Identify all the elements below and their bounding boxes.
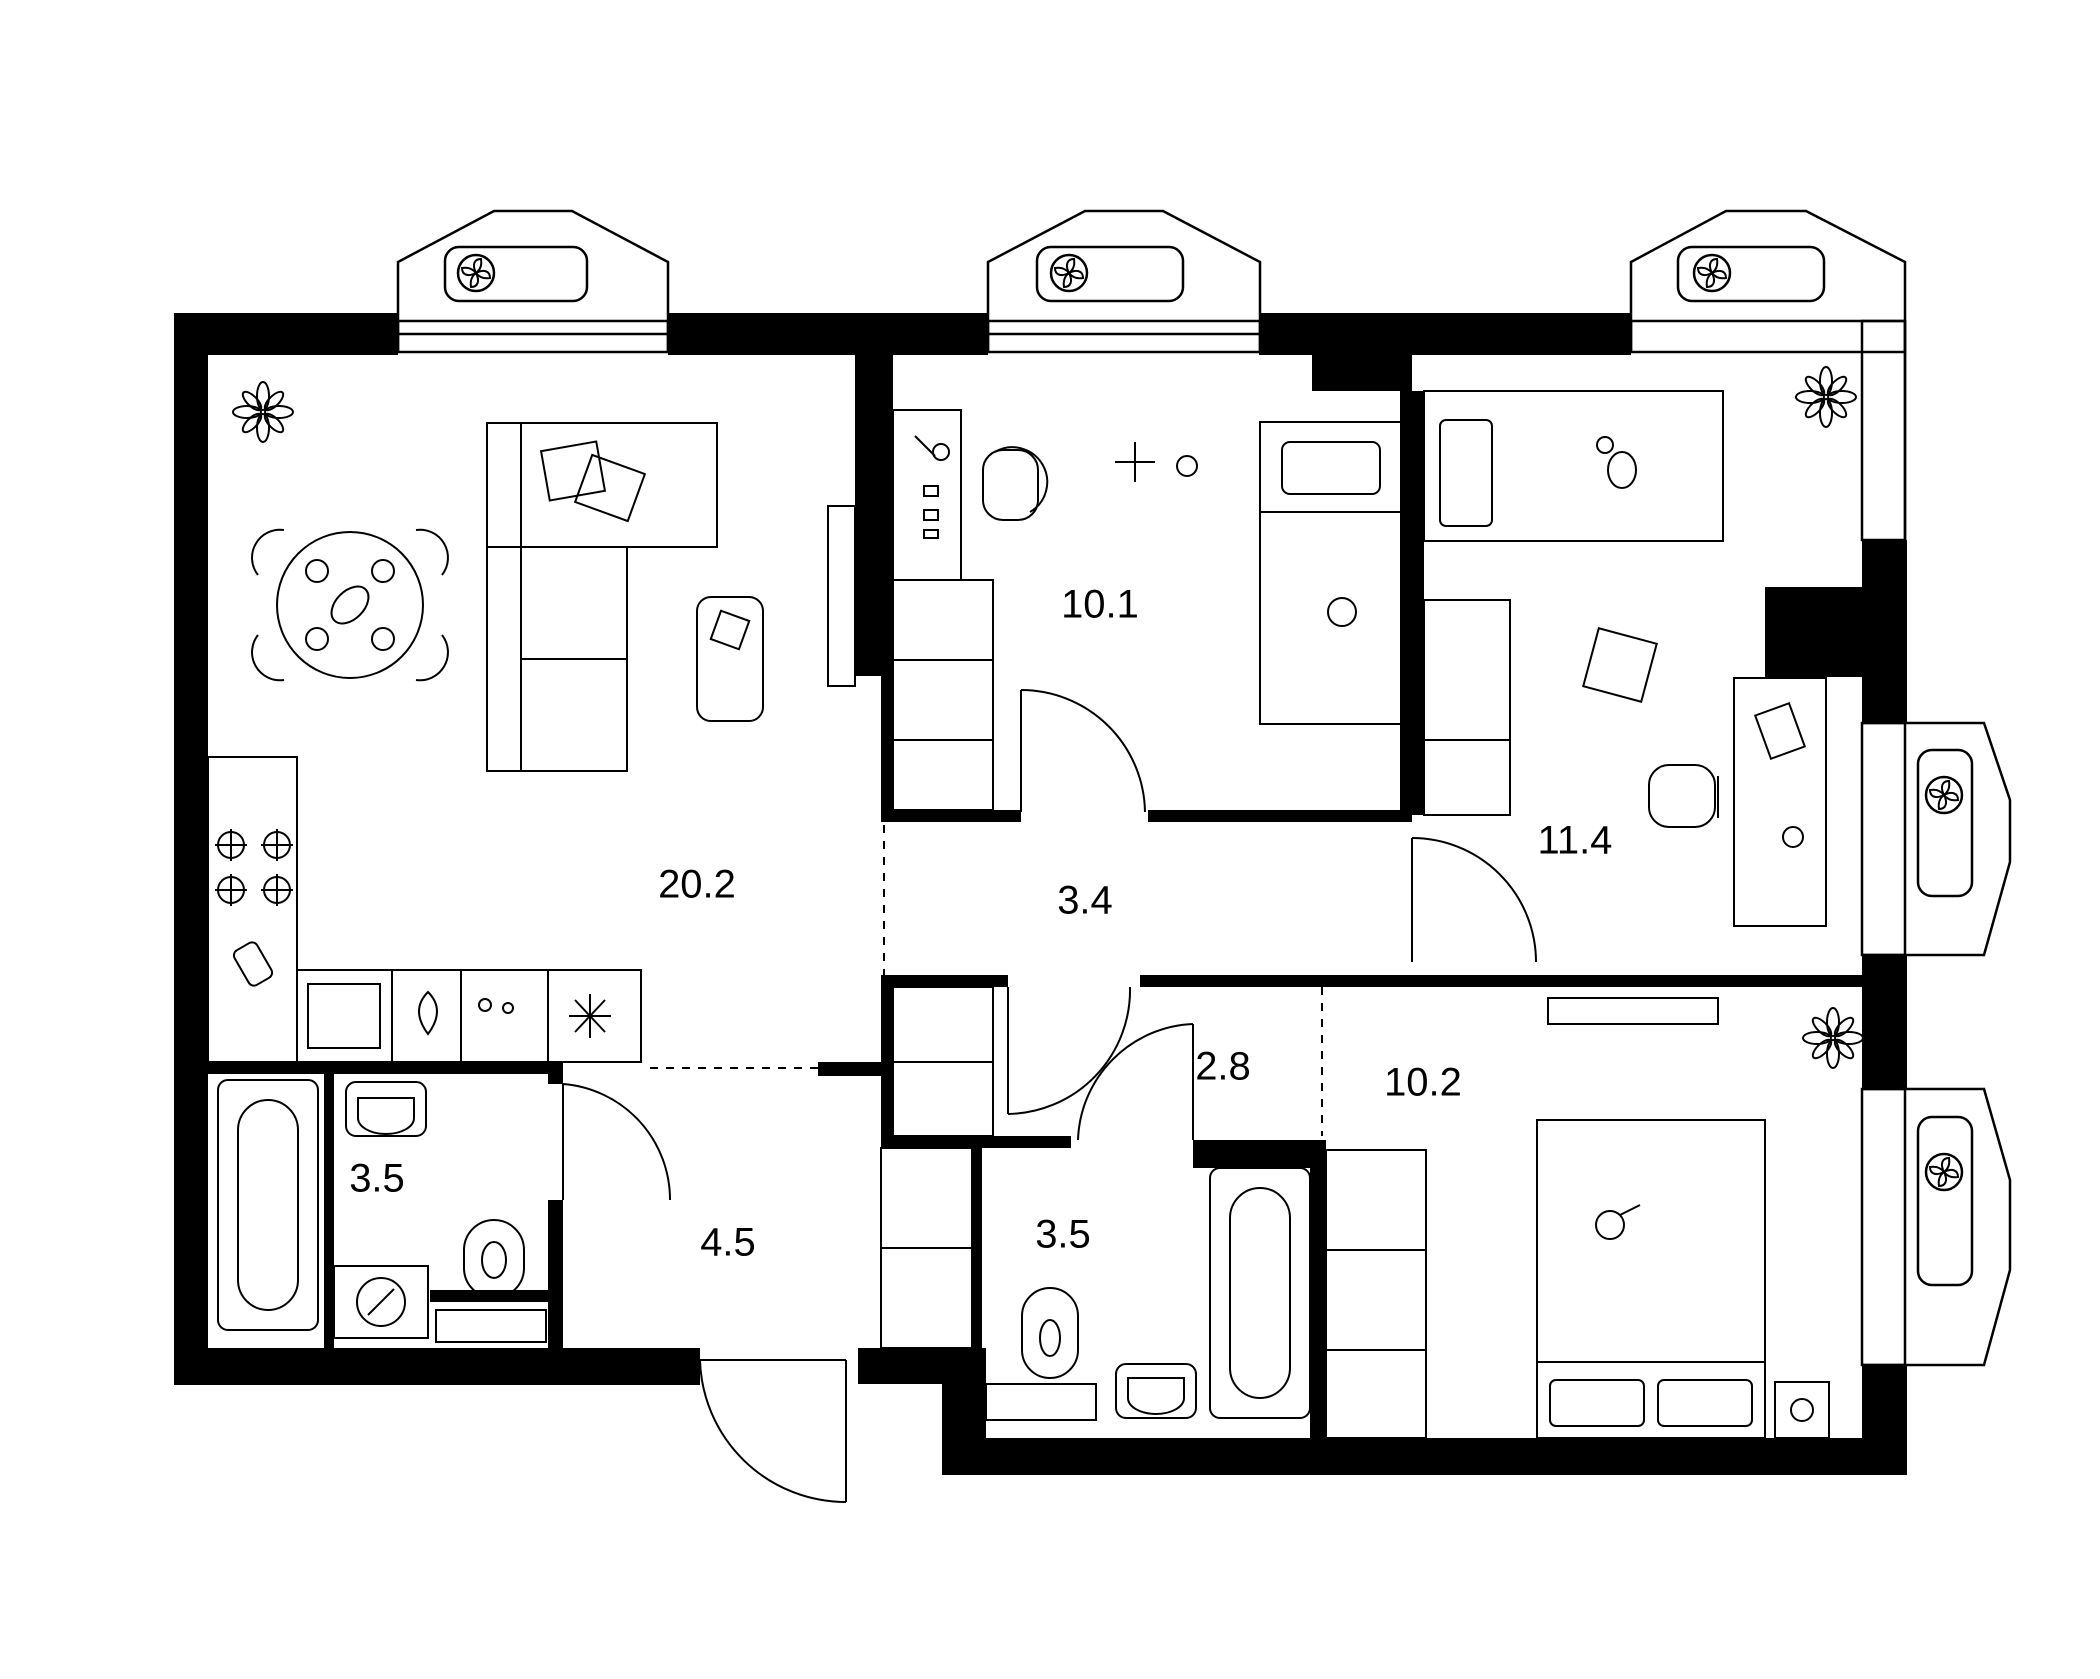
fan-icon-4 <box>1924 775 1964 815</box>
room-area-bathroom-center: 3.5 <box>1035 1213 1091 1257</box>
plant-icon-3 <box>1802 1007 1864 1069</box>
living-furniture <box>207 422 856 1063</box>
room-area-bedroom-small: 10.1 <box>1061 583 1139 627</box>
room-area-entrance-hall: 4.5 <box>700 1221 756 1265</box>
zone-separators <box>650 825 1323 1136</box>
stove-icon <box>214 828 294 907</box>
room-area-bedroom-master: 10.2 <box>1384 1061 1462 1105</box>
bedroom-small-furniture <box>892 409 1404 811</box>
fan-icon-2 <box>1049 253 1089 293</box>
room-labels: 20.2 10.1 11.4 3.4 3.5 4.5 2.8 3.5 10.2 <box>349 583 1612 1265</box>
bathroom-center-fixtures <box>985 1167 1311 1421</box>
entrance-hall-storage <box>880 986 994 1349</box>
fan-icon-5 <box>1924 1152 1964 1192</box>
windows <box>396 209 2012 1367</box>
room-area-bedroom-right: 11.4 <box>1538 819 1613 863</box>
plant-icon-1 <box>232 381 294 443</box>
room-area-hall: 3.4 <box>1057 879 1113 923</box>
walls <box>174 313 1907 1475</box>
bedroom-right-furniture <box>1412 390 1827 927</box>
fan-icon-3 <box>1692 253 1732 293</box>
bathroom-left-fixtures <box>217 1079 547 1343</box>
doors <box>562 689 1537 1503</box>
room-area-corridor: 2.8 <box>1195 1045 1251 1089</box>
plant-icon-2 <box>1795 366 1857 428</box>
room-area-living-kitchen: 20.2 <box>658 863 736 907</box>
fan-icon-1 <box>456 253 496 293</box>
room-area-bathroom-left: 3.5 <box>349 1157 405 1201</box>
bedroom-master-furniture <box>1325 997 1830 1439</box>
